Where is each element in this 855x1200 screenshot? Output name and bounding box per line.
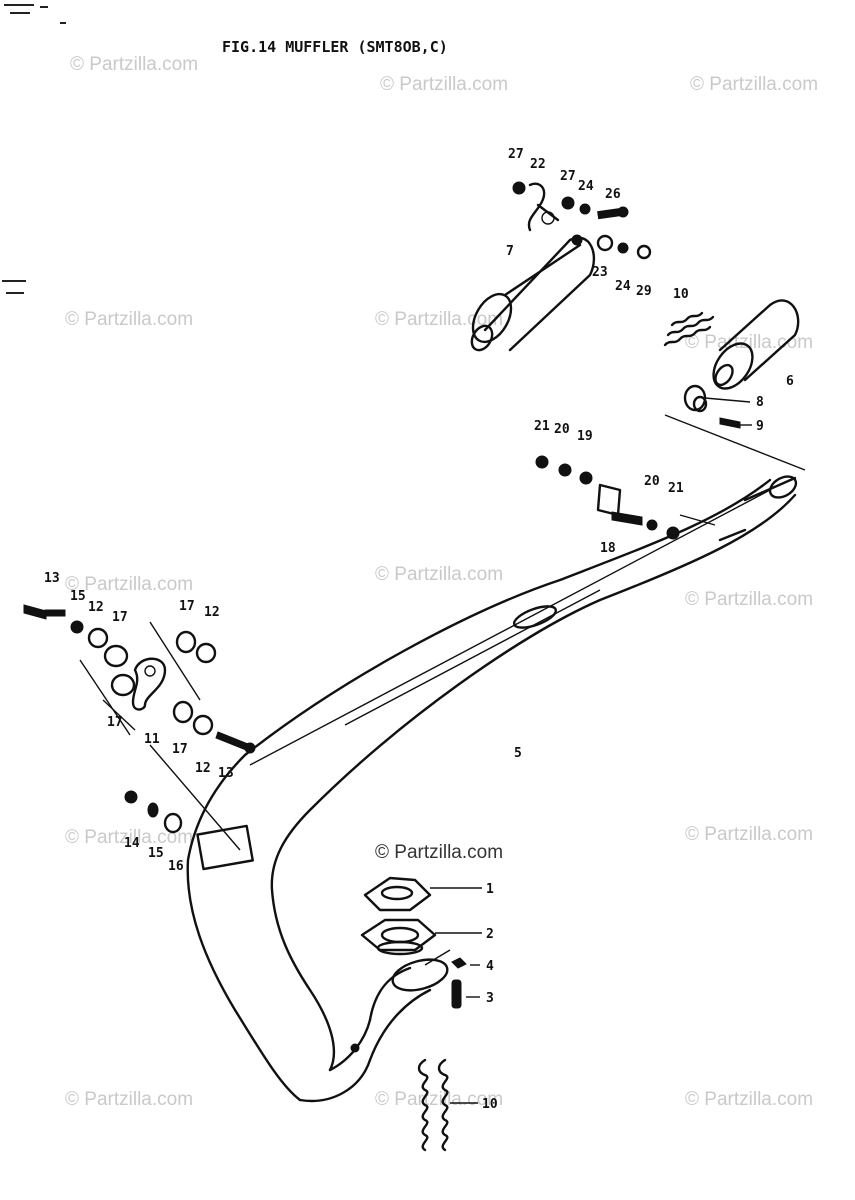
callout-13a: 13 [44,571,60,586]
callout-12b: 12 [204,605,220,620]
callout-26: 26 [605,187,621,202]
callout-15b: 15 [148,846,164,861]
callout-8: 8 [756,395,764,410]
callout-10-lower: 10 [482,1097,498,1112]
watermark: © Partzilla.com [375,1089,503,1110]
callout-4: 4 [486,959,494,974]
callout-12a: 12 [88,600,104,615]
callout-5: 5 [514,746,522,761]
callouts: 1 2 3 4 5 6 7 8 9 10 10 11 12 12 12 13 1… [44,147,794,1112]
watermarks: © Partzilla.com © Partzilla.com © Partzi… [65,54,818,1110]
figure-title: FIG.14 MUFFLER (SMT8OB,C) [222,38,448,56]
watermark: © Partzilla.com [375,564,503,585]
watermark: © Partzilla.com [375,309,503,330]
watermark: © Partzilla.com [65,1089,193,1110]
callout-22: 22 [530,157,546,172]
watermark: © Partzilla.com [685,824,813,845]
watermark: © Partzilla.com [380,74,508,95]
watermark: © Partzilla.com [70,54,198,75]
callout-29: 29 [636,284,652,299]
callout-27a: 27 [508,147,524,162]
callout-21a: 21 [534,419,550,434]
silencer [663,299,806,471]
callout-16: 16 [168,859,184,874]
watermark: © Partzilla.com [65,309,193,330]
scan-noise [2,4,66,294]
callout-19: 19 [577,429,593,444]
callout-17c: 17 [107,715,123,730]
callout-7: 7 [506,244,514,259]
callout-24b: 24 [615,279,631,294]
callout-21b: 21 [668,481,684,496]
exhaust-gaskets [360,876,482,956]
exhaust-pipe [186,475,798,1103]
watermark: © Partzilla.com [65,574,193,595]
callout-20b: 20 [644,474,660,489]
manifold-bolts [424,949,480,1009]
callout-2: 2 [486,927,494,942]
callout-15a: 15 [70,589,86,604]
watermark: © Partzilla.com [685,589,813,610]
callout-24a: 24 [578,179,594,194]
callout-13b: 13 [218,766,234,781]
callout-3: 3 [486,991,494,1006]
callout-12c: 12 [195,761,211,776]
callout-1: 1 [486,882,494,897]
mount-hardware-right [535,455,716,540]
watermark: © Partzilla.com [690,74,818,95]
callout-10-upper: 10 [673,287,689,302]
muffler-body [470,234,596,352]
callout-6: 6 [786,374,794,389]
watermark: © Partzilla.com [685,1089,813,1110]
callout-17b: 17 [179,599,195,614]
springs-bottom [417,1058,478,1152]
muffler-hardware [512,181,652,260]
callout-23: 23 [592,265,608,280]
callout-20a: 20 [554,422,570,437]
callout-14: 14 [124,836,140,851]
callout-17a: 17 [112,610,128,625]
callout-9: 9 [756,419,764,434]
callout-27b: 27 [560,169,576,184]
watermark: © Partzilla.com [65,827,193,848]
callout-11: 11 [144,732,160,747]
callout-17d: 17 [172,742,188,757]
watermark-center: © Partzilla.com [375,842,503,863]
callout-18: 18 [600,541,616,556]
mount-hardware-left [23,604,256,851]
